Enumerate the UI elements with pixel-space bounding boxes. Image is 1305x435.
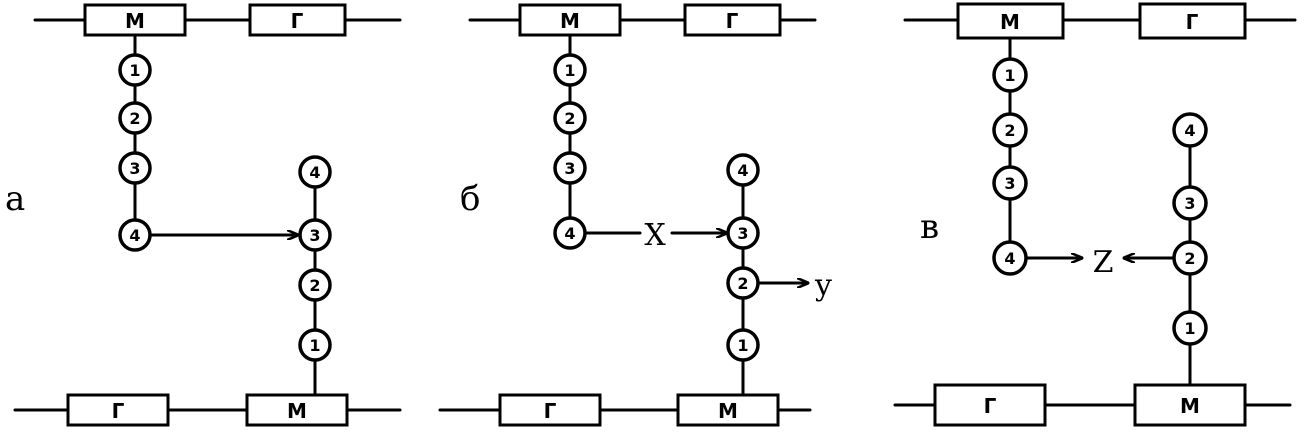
panel-a-label: а xyxy=(5,179,25,219)
top-left-box-c xyxy=(956,2,1065,40)
top-right-box-b xyxy=(683,3,782,37)
right-chain-b-node-1 xyxy=(726,328,760,362)
bottom-left-box-a xyxy=(66,393,170,427)
right-chain-b-node-2-label: 2 xyxy=(737,274,748,293)
bottom-right-box-a-label: М xyxy=(287,399,307,423)
left-chain-c-node-3-label: 3 xyxy=(1004,174,1015,193)
right-chain-a-node-3-label: 3 xyxy=(309,226,320,245)
bottom-right-box-b xyxy=(676,393,780,427)
left-chain-a-node-1 xyxy=(118,53,152,87)
right-chain-b-node-4 xyxy=(726,153,760,187)
bottom-left-box-c-label: Г xyxy=(984,394,997,418)
left-chain-b-node-3 xyxy=(553,151,587,185)
left-chain-b-node-1 xyxy=(553,53,587,87)
right-chain-a-node-4-label: 4 xyxy=(309,163,320,182)
left-chain-c-node-1 xyxy=(992,57,1028,93)
bottom-left-box-a-label: Г xyxy=(112,399,125,423)
bottom-left-box-c xyxy=(933,383,1047,427)
panel-b-label: б xyxy=(460,179,480,219)
right-chain-c-node-3 xyxy=(1172,185,1208,221)
right-chain-a-node-2 xyxy=(298,268,332,302)
panel-a: М Г 1 2 3 4 4 3 2 1 Г М а xyxy=(5,3,402,427)
left-chain-b-node-1-label: 1 xyxy=(564,61,575,80)
bottom-right-box-b-label: М xyxy=(718,399,738,423)
left-chain-a-node-3 xyxy=(118,151,152,185)
top-right-box-c xyxy=(1138,2,1247,40)
right-chain-c-node-3-label: 3 xyxy=(1184,194,1195,213)
left-chain-b-node-3-label: 3 xyxy=(564,159,575,178)
right-chain-a-node-2-label: 2 xyxy=(309,276,320,295)
right-chain-c-node-1 xyxy=(1172,310,1208,346)
left-chain-a-node-1-label: 1 xyxy=(129,61,140,80)
left-chain-a-node-4-label: 4 xyxy=(129,226,140,245)
arrow-z-label: Z xyxy=(1093,245,1114,280)
arrow-y-label: y xyxy=(814,268,832,303)
right-chain-a-node-4 xyxy=(298,155,332,189)
bottom-right-box-c xyxy=(1133,383,1247,427)
top-right-box-a xyxy=(248,3,347,37)
right-chain-a-node-1 xyxy=(298,328,332,362)
panel-c: М Г 1 2 3 4 Z 4 3 2 1 Г М в xyxy=(893,2,1297,427)
right-chain-c-node-1-label: 1 xyxy=(1184,319,1195,338)
right-chain-c-node-4-label: 4 xyxy=(1184,121,1195,140)
bottom-right-box-a xyxy=(245,393,349,427)
top-right-box-b-label: Г xyxy=(726,9,739,33)
bottom-right-box-c-label: М xyxy=(1180,394,1200,418)
bottom-left-box-b xyxy=(498,393,602,427)
panel-b: М Г 1 2 3 4 X 4 3 2 1 y Г М б xyxy=(438,3,832,427)
left-chain-c-node-1-label: 1 xyxy=(1004,66,1015,85)
left-chain-a-node-2 xyxy=(118,101,152,135)
right-chain-b-node-4-label: 4 xyxy=(737,161,748,180)
right-chain-c-node-2-label: 2 xyxy=(1184,249,1195,268)
right-chain-a-node-1-label: 1 xyxy=(309,336,320,355)
top-left-box-a-label: М xyxy=(125,9,145,33)
panel-c-label: в xyxy=(920,207,939,247)
left-chain-c-node-2 xyxy=(992,112,1028,148)
top-left-box-b xyxy=(518,3,622,37)
bottom-left-box-b-label: Г xyxy=(544,399,557,423)
left-chain-b-node-2-label: 2 xyxy=(564,109,575,128)
top-left-box-c-label: М xyxy=(1000,10,1020,34)
top-right-box-a-label: Г xyxy=(291,9,304,33)
left-chain-b-node-4-label: 4 xyxy=(564,224,575,243)
right-chain-b-node-1-label: 1 xyxy=(737,336,748,355)
left-chain-b-node-2 xyxy=(553,101,587,135)
right-chain-c-node-4 xyxy=(1172,112,1208,148)
left-chain-c-node-3 xyxy=(992,165,1028,201)
top-right-box-c-label: Г xyxy=(1186,10,1199,34)
right-chain-c-node-2 xyxy=(1172,240,1208,276)
left-chain-a-node-2-label: 2 xyxy=(129,109,140,128)
arrow-x-label: X xyxy=(644,218,666,253)
right-chain-b-node-3-label: 3 xyxy=(737,224,748,243)
right-chain-b-node-3 xyxy=(726,216,760,250)
left-chain-a-node-3-label: 3 xyxy=(129,159,140,178)
left-chain-c-node-4-label: 4 xyxy=(1004,249,1015,268)
top-left-box-b-label: М xyxy=(560,9,580,33)
right-chain-a-node-3 xyxy=(298,218,332,252)
left-chain-c-node-2-label: 2 xyxy=(1004,121,1015,140)
